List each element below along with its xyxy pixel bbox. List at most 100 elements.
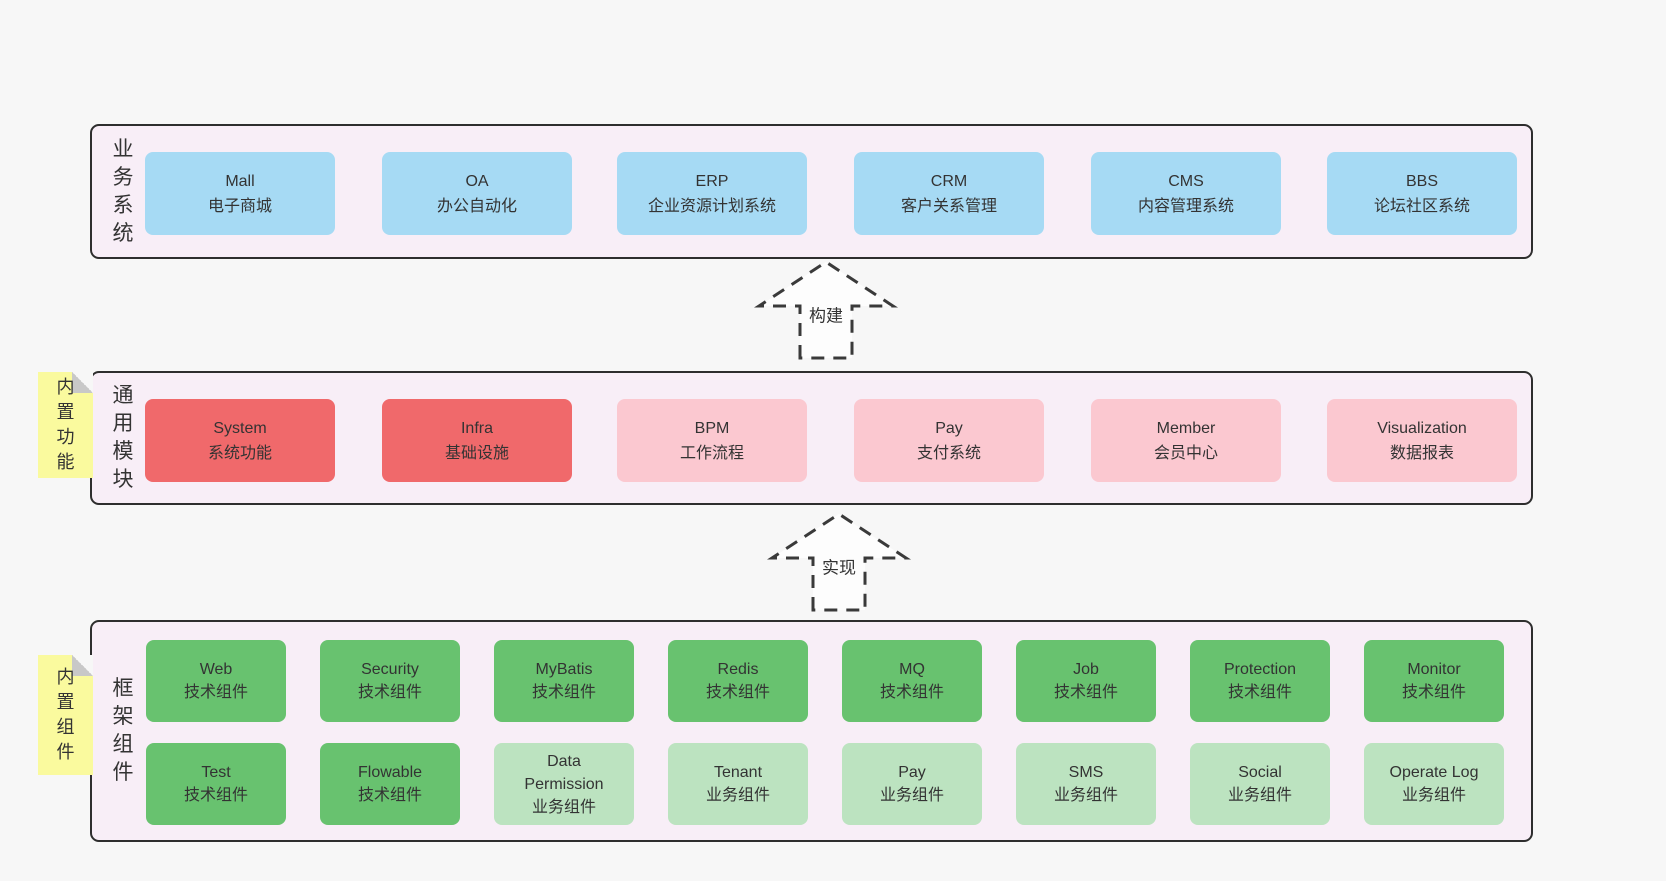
band-common-modules: 通用模块 System 系统功能 Infra 基础设施 BPM 工作流程 Pay…: [90, 371, 1533, 505]
box-title: Flowable: [357, 764, 423, 781]
note-fold-corner-icon: [72, 655, 93, 676]
box-title: Infra: [460, 419, 493, 437]
box-subtitle: 系统功能: [207, 444, 272, 462]
arrow-build-label: 构建: [805, 300, 847, 328]
box-title: Visualization: [1377, 419, 1467, 437]
diagram-box-web: Web 技术组件: [146, 640, 286, 722]
diagram-box-system: System 系统功能: [145, 399, 335, 482]
box-title: CRM: [930, 172, 968, 190]
diagram-box-operate-log: Operate Log 业务组件: [1364, 743, 1504, 825]
box-subtitle: 技术组件: [705, 684, 770, 701]
box-subtitle: 技术组件: [183, 684, 248, 701]
box-title: MQ: [899, 661, 925, 678]
band-label-components: 框架组件: [106, 622, 140, 840]
arrow-implement-label: 实现: [818, 552, 860, 580]
box-title: OA: [465, 172, 489, 190]
box-title: Protection: [1223, 661, 1297, 678]
box-subtitle: 业务组件: [879, 787, 944, 804]
sticky-note-built-in-features: 内置功能: [38, 372, 93, 478]
box-subtitle: 内容管理系统: [1137, 197, 1234, 215]
arrow-build: 构建: [751, 258, 901, 362]
box-title: SMS: [1068, 764, 1104, 781]
diagram-box-sms: SMS 业务组件: [1016, 743, 1156, 825]
box-subtitle: 办公自动化: [436, 197, 517, 215]
box-title: Test: [201, 764, 231, 781]
diagram-box-pay-component: Pay 业务组件: [842, 743, 982, 825]
diagram-box-erp: ERP 企业资源计划系统: [617, 152, 807, 235]
box-title: Member: [1156, 419, 1216, 437]
note-text: 内置功能: [56, 377, 75, 472]
box-subtitle: 客户关系管理: [900, 197, 997, 215]
box-title: Tenant: [713, 764, 763, 781]
box-subtitle: 支付系统: [916, 444, 981, 462]
box-title: Mall: [225, 172, 255, 190]
box-subtitle: 技术组件: [879, 684, 944, 701]
box-title: Monitor: [1407, 661, 1461, 678]
diagram-box-mybatis: MyBatis 技术组件: [494, 640, 634, 722]
diagram-box-cms: CMS 内容管理系统: [1091, 152, 1281, 235]
diagram-box-crm: CRM 客户关系管理: [854, 152, 1044, 235]
box-title: Operate Log: [1389, 764, 1479, 781]
box-title: CMS: [1168, 172, 1204, 190]
band-label-business: 业务系统: [106, 126, 140, 257]
diagram-box-mall: Mall 电子商城: [145, 152, 335, 235]
diagram-box-member: Member 会员中心: [1091, 399, 1281, 482]
box-subtitle: 会员中心: [1153, 444, 1218, 462]
diagram-box-bbs: BBS 论坛社区系统: [1327, 152, 1517, 235]
box-subtitle: 业务组件: [1227, 787, 1292, 804]
box-subtitle: 业务组件: [531, 798, 596, 816]
box-title: Data Permission: [524, 752, 604, 793]
box-title: BBS: [1405, 172, 1438, 190]
box-subtitle: 技术组件: [357, 787, 422, 804]
box-title: System: [213, 419, 267, 437]
box-title: Pay: [935, 419, 963, 437]
note-fold-corner-icon: [72, 372, 93, 393]
box-title: Web: [199, 661, 233, 678]
sticky-note-built-in-components: 内置组件: [38, 655, 93, 775]
box-title: ERP: [695, 172, 729, 190]
box-subtitle: 技术组件: [531, 684, 596, 701]
band-label-text: 框架组件: [112, 677, 134, 784]
band-label-text: 通用模块: [112, 384, 134, 491]
box-subtitle: 业务组件: [1053, 787, 1118, 804]
box-subtitle: 业务组件: [1401, 787, 1466, 804]
box-subtitle: 工作流程: [679, 444, 744, 462]
box-subtitle: 数据报表: [1389, 444, 1454, 462]
diagram-box-redis: Redis 技术组件: [668, 640, 808, 722]
diagram-box-data-permission: Data Permission 业务组件: [494, 743, 634, 825]
diagram-box-test: Test 技术组件: [146, 743, 286, 825]
band-framework-components: 框架组件 Web 技术组件 Security 技术组件 MyBatis 技术组件…: [90, 620, 1533, 842]
box-subtitle: 企业资源计划系统: [647, 197, 776, 215]
band-label-text: 业务系统: [112, 137, 134, 245]
box-subtitle: 基础设施: [444, 444, 509, 462]
box-subtitle: 技术组件: [183, 787, 248, 804]
box-title: BPM: [694, 419, 730, 437]
band-label-modules: 通用模块: [106, 373, 140, 503]
diagram-box-bpm: BPM 工作流程: [617, 399, 807, 482]
note-text: 内置组件: [56, 667, 75, 762]
box-subtitle: 电子商城: [207, 197, 272, 215]
box-subtitle: 技术组件: [1053, 684, 1118, 701]
diagram-box-pay-module: Pay 支付系统: [854, 399, 1044, 482]
diagram-box-security: Security 技术组件: [320, 640, 460, 722]
arrow-implement: 实现: [764, 510, 914, 614]
box-title: Redis: [717, 661, 759, 678]
diagram-box-social: Social 业务组件: [1190, 743, 1330, 825]
box-subtitle: 技术组件: [1227, 684, 1292, 701]
box-title: Social: [1238, 764, 1282, 781]
box-subtitle: 论坛社区系统: [1373, 197, 1470, 215]
diagram-box-flowable: Flowable 技术组件: [320, 743, 460, 825]
box-title: Security: [361, 661, 419, 678]
diagram-box-oa: OA 办公自动化: [382, 152, 572, 235]
box-title: Pay: [898, 764, 926, 781]
diagram-box-protection: Protection 技术组件: [1190, 640, 1330, 722]
diagram-box-monitor: Monitor 技术组件: [1364, 640, 1504, 722]
band-business-systems: 业务系统 Mall 电子商城 OA 办公自动化 ERP 企业资源计划系统 CRM…: [90, 124, 1533, 259]
diagram-box-infra: Infra 基础设施: [382, 399, 572, 482]
diagram-box-mq: MQ 技术组件: [842, 640, 982, 722]
box-title: MyBatis: [535, 661, 593, 678]
diagram-box-job: Job 技术组件: [1016, 640, 1156, 722]
box-subtitle: 技术组件: [357, 684, 422, 701]
box-subtitle: 技术组件: [1401, 684, 1466, 701]
